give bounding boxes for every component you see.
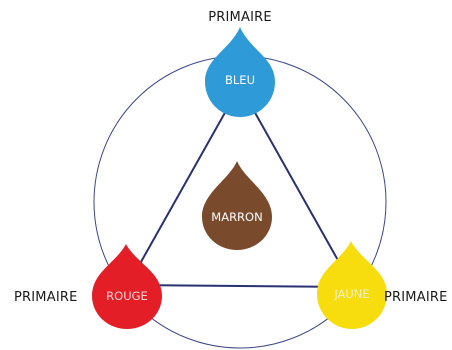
drop-bleu-shape bbox=[205, 27, 275, 117]
drop-marron-shape bbox=[202, 161, 272, 250]
drop-marron-label: MARRON bbox=[211, 210, 262, 224]
drop-marron: MARRON bbox=[202, 161, 272, 250]
primary-label-right: PRIMAIRE bbox=[384, 290, 448, 305]
connecting-triangle bbox=[126, 83, 355, 289]
drop-bleu: BLEU bbox=[205, 27, 275, 117]
drop-rouge-label: ROUGE bbox=[106, 289, 148, 303]
drop-jaune-shape bbox=[317, 241, 387, 329]
drop-rouge-shape bbox=[92, 244, 162, 329]
primary-label-left: PRIMAIRE bbox=[14, 290, 78, 305]
drop-rouge: ROUGE bbox=[92, 244, 162, 329]
drop-jaune: JAUNE bbox=[317, 241, 387, 329]
drop-jaune-label: JAUNE bbox=[333, 287, 369, 301]
primary-label-top: PRIMAIRE bbox=[208, 10, 272, 25]
drop-bleu-label: BLEU bbox=[225, 73, 255, 87]
